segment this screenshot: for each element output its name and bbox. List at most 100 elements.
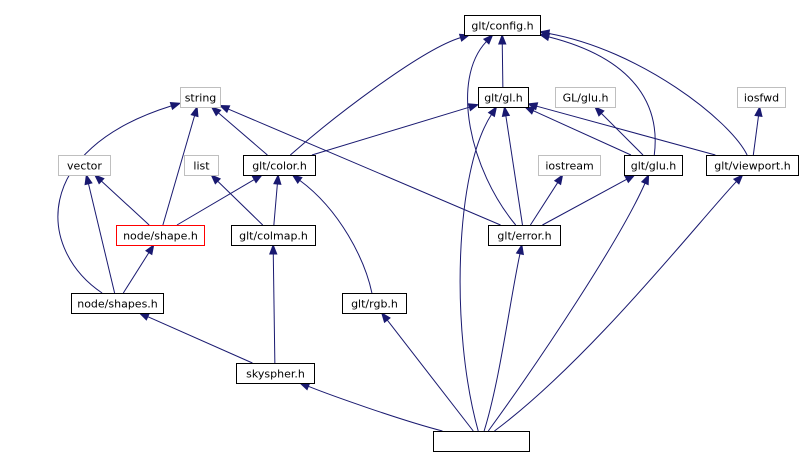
arrowhead — [523, 106, 536, 115]
node-box — [555, 87, 616, 108]
node-label: GL/glu.h — [563, 92, 609, 105]
node-label: node/shapes.h — [77, 298, 158, 311]
node-glt-viewport-h[interactable]: glt/viewport.h — [706, 155, 799, 176]
node-node-shape-h[interactable]: node/shape.h — [116, 225, 205, 246]
edge-line — [530, 182, 559, 226]
node-label: iostream — [545, 160, 593, 173]
node-list: list — [184, 155, 219, 176]
edge-glt_colmap_h-to-list — [210, 174, 264, 226]
arrowhead — [145, 243, 155, 256]
edge-line — [176, 179, 255, 226]
node-iostream: iostream — [538, 155, 601, 176]
node-label: glt/color.h — [252, 160, 307, 173]
edge-glt_error_h-to-glt_config_h — [467, 33, 517, 226]
arrowhead — [538, 29, 551, 38]
node-glt-color-h[interactable]: glt/color.h — [243, 155, 316, 176]
edge-line — [147, 316, 253, 364]
arrowhead — [138, 312, 150, 321]
node-node-shapes-h[interactable]: node/shapes.h — [71, 293, 164, 314]
node-glt-error-h[interactable]: glt/error.h — [488, 225, 561, 246]
node-label: skyspher.cpp — [446, 436, 518, 449]
edge-line — [467, 41, 517, 226]
node-box — [706, 155, 799, 176]
edge-line — [218, 112, 268, 156]
node-glt-colmap-h[interactable]: glt/colmap.h — [231, 225, 316, 246]
arrowhead — [526, 102, 539, 111]
edge-skyspher_cpp-to-skyspher_h — [298, 382, 443, 432]
node-glt-glu-h[interactable]: glt/glu.h — [624, 155, 683, 176]
edge-skyspher_cpp-to-glt_viewport_h — [494, 173, 744, 432]
arrowhead — [169, 102, 182, 111]
node-box — [538, 155, 601, 176]
node-GL-glu-h: GL/glu.h — [555, 87, 616, 108]
node-box — [478, 87, 529, 108]
edge-line — [87, 183, 116, 294]
edge-line — [536, 105, 716, 156]
edge-node_shapes_h-to-string — [57, 102, 182, 294]
edge-glt_color_h-to-glt_gl_h — [311, 103, 480, 156]
arrowhead — [498, 33, 507, 45]
edge-line — [386, 319, 474, 432]
arrowhead — [269, 243, 278, 255]
edge-line — [228, 108, 501, 226]
edge-line — [272, 253, 276, 364]
edge-glt_error_h-to-glt_glu_h — [542, 174, 636, 226]
arrowhead — [210, 174, 222, 185]
node-skyspher-h[interactable]: skyspher.h — [236, 363, 315, 384]
edge-line — [487, 183, 646, 432]
node-string: string — [180, 87, 221, 108]
edge-glt_glu_h-to-glt_gl_h — [523, 106, 632, 156]
edge-line — [752, 115, 759, 156]
edge-glt_error_h-to-string — [218, 104, 501, 226]
edge-line — [217, 180, 264, 226]
edge-line — [601, 113, 644, 156]
node-label: vector — [67, 160, 102, 173]
edge-skyspher_h-to-node_shapes_h — [138, 312, 253, 364]
edge-node_shape_h-to-string — [162, 105, 199, 226]
node-glt-rgb-h[interactable]: glt/rgb.h — [342, 293, 407, 314]
node-label: glt/error.h — [497, 230, 551, 243]
node-glt-config-h[interactable]: glt/config.h — [464, 15, 541, 36]
edge-skyspher_cpp-to-glt_error_h — [483, 243, 524, 432]
edge-line — [57, 105, 172, 294]
edge-line — [483, 253, 521, 432]
edge-line — [494, 181, 737, 432]
node-label: glt/gl.h — [484, 92, 523, 105]
edge-line — [459, 114, 492, 432]
node-label: glt/glu.h — [631, 160, 677, 173]
node-label: iosfwd — [744, 92, 779, 105]
edge-line — [299, 179, 373, 294]
arrowhead — [732, 173, 744, 185]
node-glt-gl-h[interactable]: glt/gl.h — [478, 87, 529, 108]
edge-glt_gl_h-to-glt_config_h — [498, 33, 507, 88]
node-box — [737, 87, 786, 108]
edge-line — [548, 32, 748, 156]
arrowhead — [624, 174, 636, 184]
edge-line — [122, 252, 150, 294]
node-skyspher-cpp[interactable]: skyspher.cpp — [433, 431, 530, 452]
node-box — [433, 431, 530, 452]
edge-node_shapes_h-to-node_shape_h — [122, 243, 155, 294]
node-box — [58, 155, 111, 176]
node-iosfwd: iosfwd — [737, 87, 786, 108]
node-label: string — [185, 92, 217, 105]
edge-glt_color_h-to-string — [210, 106, 268, 156]
node-box — [236, 363, 315, 384]
edge-skyspher_cpp-to-glt_rgb_h — [380, 311, 474, 432]
arrowhead — [515, 243, 524, 256]
edges-layer — [57, 29, 763, 432]
node-box — [180, 87, 221, 108]
arrowhead — [501, 105, 511, 118]
edge-glt_colmap_h-to-glt_color_h — [273, 173, 282, 226]
arrowhead — [380, 311, 391, 324]
edge-glt_viewport_h-to-iosfwd — [752, 105, 763, 156]
edge-line — [273, 183, 278, 226]
node-box — [624, 155, 683, 176]
edge-line — [533, 110, 632, 156]
arrowhead — [594, 106, 605, 117]
edge-glt_viewport_h-to-glt_gl_h — [526, 102, 716, 156]
edge-glt_error_h-to-iostream — [530, 173, 564, 226]
node-label: node/shape.h — [123, 230, 198, 243]
